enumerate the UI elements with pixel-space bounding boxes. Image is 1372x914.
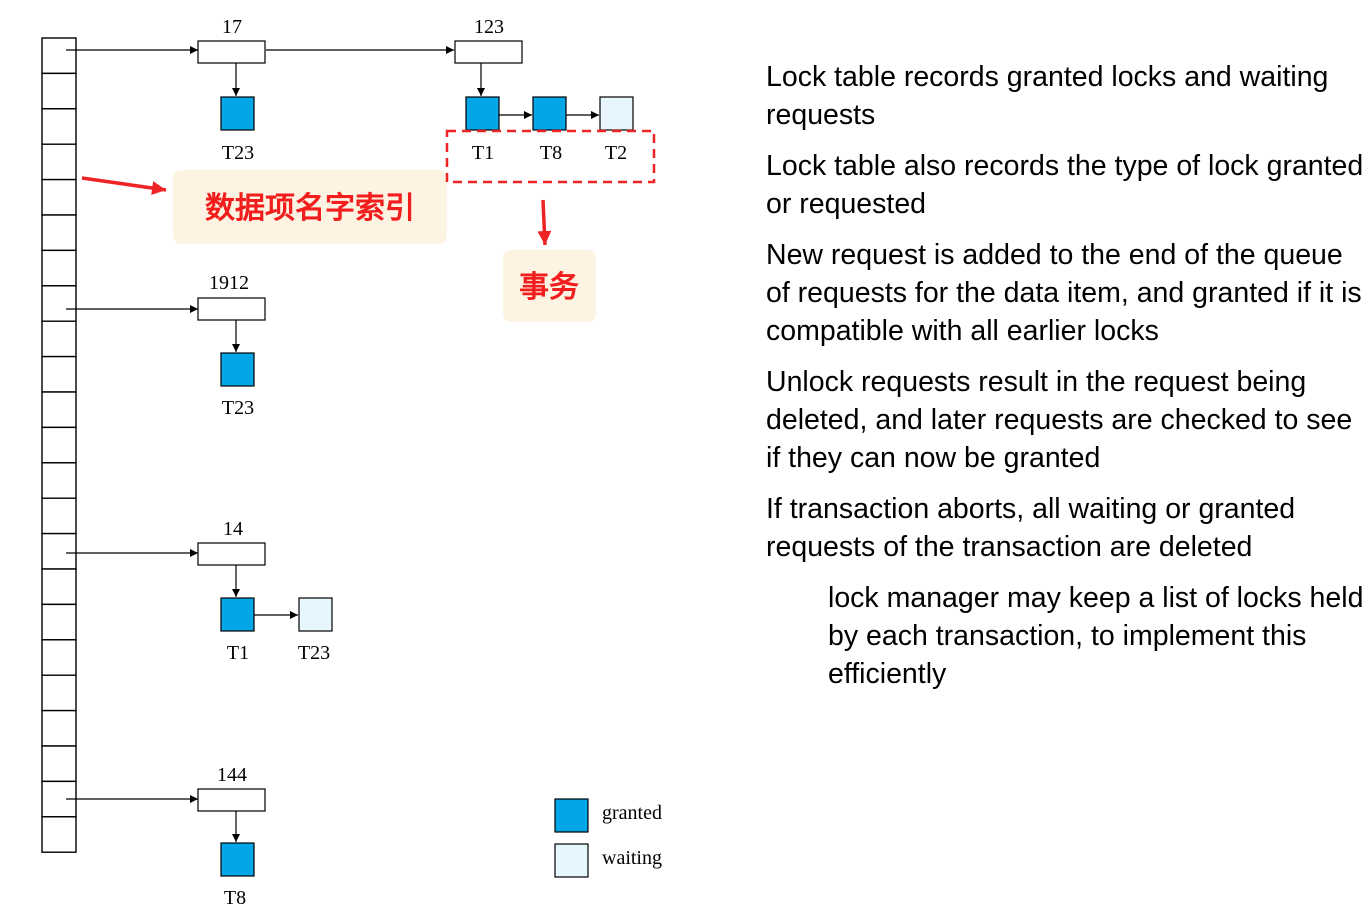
data-item-id: 17	[222, 16, 242, 38]
data-item-entry-14: 14 T1 T23	[197, 518, 333, 664]
data-item-id: 123	[474, 16, 504, 38]
legend-waiting-label: waiting	[602, 847, 662, 869]
hash-slot-cell	[41, 143, 77, 181]
data-item-entry-123: 123 T1 T8 T2	[454, 16, 634, 164]
legend-granted-label: granted	[602, 802, 662, 824]
data-item-entry-144: 144 T8	[197, 764, 266, 909]
legend-waiting-swatch	[554, 843, 589, 878]
granted-request-box	[532, 96, 567, 131]
transaction-annotation: 事务	[445, 129, 656, 322]
index-annotation: 数据项名字索引	[81, 170, 447, 244]
hash-slot-cell	[41, 639, 77, 676]
transaction-label: T8	[224, 887, 246, 909]
note-paragraph: If transaction aborts, all waiting or gr…	[766, 493, 1296, 563]
data-item-id: 14	[223, 518, 243, 540]
note-paragraph: Unlock requests result in the request be…	[766, 366, 1353, 474]
data-item-node	[197, 297, 266, 321]
data-item-node	[197, 40, 266, 64]
data-item-node	[197, 788, 266, 812]
note-paragraph: Lock table also records the type of lock…	[766, 150, 1364, 220]
hash-slot-cell	[41, 674, 77, 712]
data-item-id: 144	[217, 764, 247, 786]
note-paragraph: Lock table records granted locks and wai…	[766, 61, 1329, 131]
granted-request-box	[220, 597, 255, 632]
hash-slot-cell	[41, 462, 77, 499]
hash-slot-cell	[41, 72, 77, 110]
hash-slot-cell	[41, 108, 77, 145]
data-item-node	[197, 542, 266, 566]
lock-table-diagram: 17 T23 123 T1 T8 T2 1912 T23 14 T1 T23	[41, 16, 662, 909]
data-item-entry-17: 17 T23	[197, 16, 266, 164]
notes-panel: Lock table records granted locks and wai…	[766, 58, 1366, 706]
hash-index-column	[41, 37, 77, 853]
annotation-callout	[503, 250, 596, 322]
hash-slot-cell	[41, 426, 77, 464]
hash-slot-cell	[41, 603, 77, 641]
hash-slot-cell	[41, 249, 77, 287]
red-arrow-icon	[537, 199, 552, 246]
transaction-label: T1	[472, 142, 494, 164]
hash-slot-cell	[41, 320, 77, 358]
legend: granted waiting	[554, 798, 662, 878]
hash-slot-cell	[41, 816, 77, 853]
transaction-annotation-label: 事务	[519, 270, 579, 305]
transaction-label: T1	[227, 642, 249, 664]
red-arrow-icon	[81, 176, 167, 195]
data-item-id: 1912	[209, 272, 249, 294]
hash-slot-cell	[41, 178, 77, 216]
granted-request-box	[465, 96, 500, 131]
transaction-label: T23	[222, 142, 254, 164]
hash-slot-cell	[41, 214, 77, 252]
hash-slot-cell	[41, 568, 77, 606]
transaction-label: T23	[298, 642, 330, 664]
hash-slot-cell	[41, 497, 77, 535]
hash-slot-cell	[41, 709, 77, 747]
annotation-callout	[173, 170, 447, 244]
transaction-label: T2	[605, 142, 627, 164]
hash-slot-cell	[41, 532, 77, 570]
note-subparagraph: lock manager may keep a list of locks he…	[828, 582, 1364, 690]
data-item-entry-1912: 1912 T23	[197, 272, 266, 419]
transaction-label: T8	[540, 142, 562, 164]
hash-slot-cell	[41, 391, 77, 429]
data-item-node	[454, 40, 523, 64]
transaction-highlight-box	[445, 129, 656, 184]
hash-slot-cell	[41, 355, 77, 393]
legend-granted-swatch	[554, 798, 589, 833]
hash-slot-cell	[41, 285, 77, 322]
transaction-label: T23	[222, 397, 254, 419]
waiting-request-box	[599, 96, 634, 131]
granted-request-box	[220, 352, 255, 387]
hash-slot-cell	[41, 745, 77, 783]
granted-request-box	[220, 842, 255, 877]
index-annotation-label: 数据项名字索引	[205, 191, 415, 226]
note-paragraph: New request is added to the end of the q…	[766, 239, 1362, 347]
granted-request-box	[220, 96, 255, 131]
hash-slot-cell	[41, 37, 77, 75]
waiting-request-box	[298, 597, 333, 632]
